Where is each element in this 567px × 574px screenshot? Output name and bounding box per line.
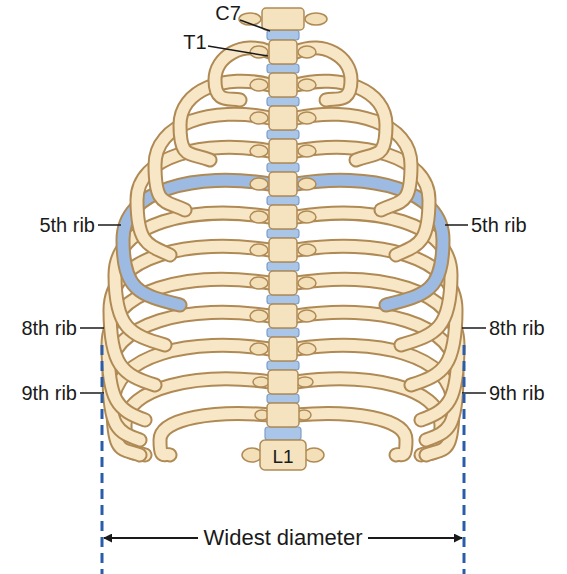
vertebra-label: L1 — [272, 447, 293, 466]
intervertebral-discs — [265, 30, 301, 440]
vertebra-label: T1 — [183, 32, 206, 52]
rib-label: 5th rib — [39, 215, 95, 235]
diameter-marks — [102, 345, 464, 574]
right-ribs — [296, 48, 458, 455]
rib-label: 9th rib — [489, 383, 545, 403]
vertebra-label: C7 — [215, 3, 241, 23]
rib-label: 9th rib — [21, 383, 77, 403]
transverse-processes — [239, 13, 327, 462]
vertebral-bodies — [260, 8, 306, 470]
dimension-label: Widest diameter — [204, 527, 363, 549]
rib-label: 8th rib — [489, 318, 545, 338]
spine — [239, 8, 327, 470]
left-ribs — [108, 48, 270, 455]
rib-label: 5th rib — [471, 215, 527, 235]
leader-lines — [80, 20, 486, 393]
rib-label: 8th rib — [21, 318, 77, 338]
